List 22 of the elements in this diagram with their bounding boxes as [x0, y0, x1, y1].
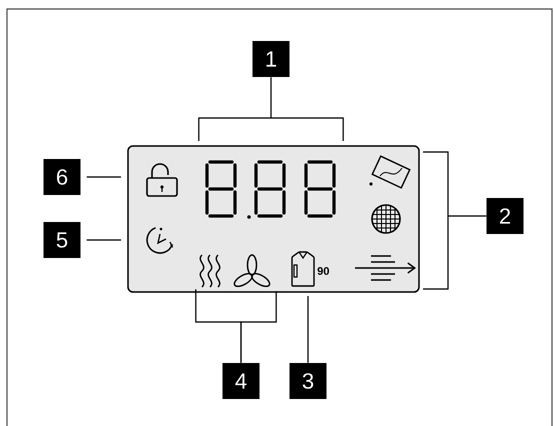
callout-number: 5: [44, 222, 80, 258]
callout-number: 2: [486, 198, 524, 234]
leader-line: [240, 291, 277, 363]
callout-number: 4: [222, 363, 260, 399]
fan-icon: [234, 254, 270, 288]
callout-number: 3: [290, 363, 326, 399]
timer-icon: [146, 227, 173, 254]
shirt-icon: [291, 251, 315, 287]
airflow-icon: [355, 255, 416, 281]
leader-line: [198, 76, 344, 142]
leader-line: [307, 296, 309, 363]
heat-icon: [200, 254, 220, 288]
leader-line: [86, 176, 121, 178]
shirt-temperature: 90: [318, 267, 329, 275]
callout-number: 6: [44, 159, 80, 195]
leader-line: [86, 239, 121, 241]
digit-display: [205, 160, 336, 219]
callout-number: 1: [252, 41, 290, 77]
lock-icon: [146, 163, 178, 197]
globe-icon: [371, 204, 401, 234]
lcd-panel: [127, 145, 420, 293]
leader-line: [422, 151, 487, 290]
